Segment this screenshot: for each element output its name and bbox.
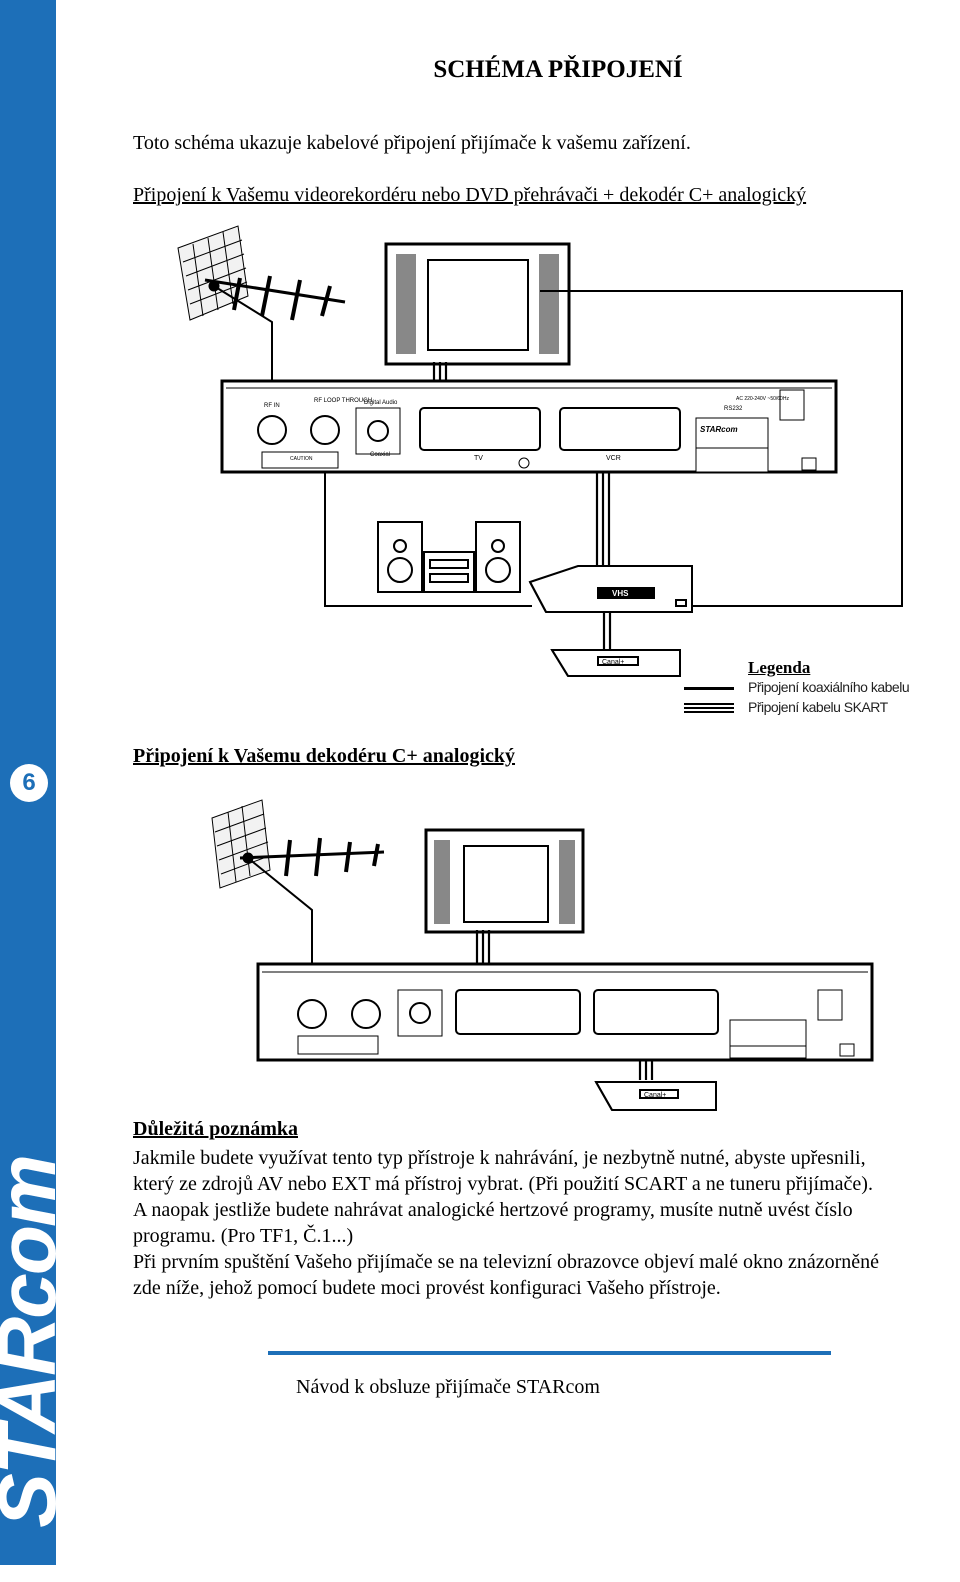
- legend-scart-label: Připojení kabelu SKART: [748, 699, 888, 715]
- page-title: SCHÉMA PŘIPOJENÍ: [433, 56, 683, 83]
- brand-sidebar: 6 STARcom: [0, 0, 73, 1565]
- receiver-rear-panel: RF IN RF LOOP THROUGH Digital Audio Coax…: [220, 379, 838, 474]
- label-rf-loop: RF LOOP THROUGH: [314, 398, 372, 404]
- note-line: který ze zdrojů AV nebo EXT má přístroj …: [133, 1173, 873, 1195]
- tv-icon: [424, 828, 585, 934]
- legend-coax-line: [684, 687, 734, 690]
- vcr-label: VHS: [612, 589, 629, 598]
- label-power: AC 220-240V ~50/60Hz: [736, 396, 789, 402]
- label-digital-audio: Digital Audio: [364, 400, 398, 406]
- label-caution: CAUTION: [290, 456, 313, 462]
- hifi-speaker-icon: [377, 521, 521, 593]
- note-line: Při prvním spuštění Vašeho přijímače se …: [133, 1251, 880, 1273]
- label-rs232: RS232: [724, 406, 743, 412]
- footer-text: Návod k obsluze přijímače STARcom: [296, 1376, 600, 1398]
- section1-title: Připojení k Vašemu videorekordéru nebo D…: [133, 184, 807, 206]
- vcr-icon: VHS: [528, 565, 693, 613]
- receiver-rear-panel: [256, 962, 874, 1062]
- note-line: A naopak jestliže budete nahrávat analog…: [133, 1199, 853, 1221]
- note-line: programu. (Pro TF1, Č.1...): [133, 1225, 354, 1247]
- label-vcr: VCR: [606, 455, 621, 462]
- page-number: 6: [10, 764, 48, 802]
- decoder-label: Canal+: [602, 659, 624, 666]
- tv-icon: [384, 242, 571, 366]
- label-tv: TV: [474, 455, 483, 462]
- label-rf-in: RF IN: [264, 403, 280, 409]
- intro-text: Toto schéma ukazuje kabelové připojení p…: [133, 132, 691, 154]
- label-coaxial: Coaxial: [370, 452, 390, 458]
- antenna-icon: [177, 225, 346, 380]
- decoder-icon: Canal+: [550, 649, 681, 677]
- legend-scart-line: [684, 703, 734, 713]
- label-brand: STARcom: [700, 425, 738, 434]
- note-line: Jakmile budete využívat tento typ přístr…: [133, 1147, 866, 1169]
- legend-coax-label: Připojení koaxiálního kabelu: [748, 679, 910, 695]
- note-title: Důležitá poznámka: [133, 1118, 298, 1140]
- legend-title: Legenda: [748, 658, 811, 677]
- footer-rule: [268, 1351, 831, 1355]
- decoder-icon: Canal+: [594, 1081, 717, 1111]
- section2-title: Připojení k Vašemu dekodéru C+ analogick…: [133, 745, 516, 767]
- antenna-icon: [211, 799, 385, 965]
- note-line: zde níže, jehož pomocí budete moci prové…: [133, 1277, 721, 1299]
- decoder-label: Canal+: [644, 1092, 666, 1099]
